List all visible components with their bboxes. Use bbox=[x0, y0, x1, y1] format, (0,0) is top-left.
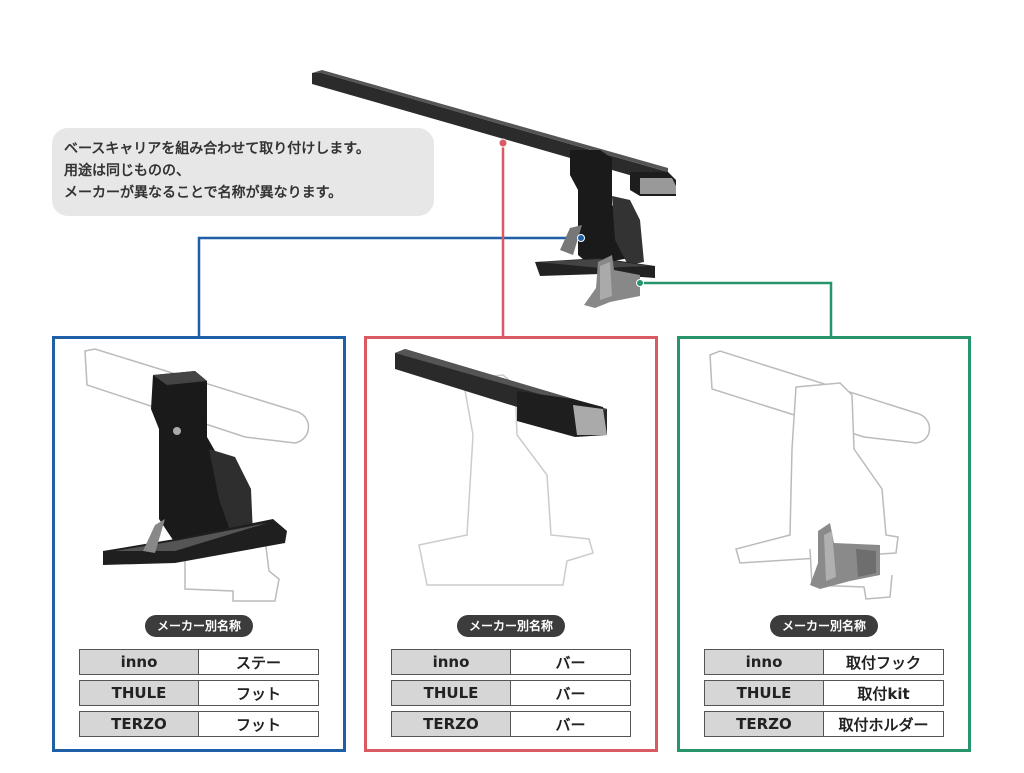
description-callout: ベースキャリアを組み合わせて取り付けします。 用途は同じものの、 メーカーが異な… bbox=[52, 128, 434, 216]
foot-leader-line bbox=[197, 236, 580, 336]
maker-names-label: メーカー別名称 bbox=[144, 615, 254, 637]
table-row: TERZO 取付ホルダー bbox=[704, 711, 944, 737]
part-name-cell: フット bbox=[198, 680, 319, 706]
bar-detail-illustration bbox=[395, 349, 607, 586]
part-name-cell: バー bbox=[510, 649, 631, 675]
maker-cell: inno bbox=[391, 649, 510, 675]
part-name-cell: ステー bbox=[198, 649, 319, 675]
maker-cell: TERZO bbox=[391, 711, 510, 737]
maker-names-table: inno 取付フック THULE 取付kit TERZO 取付ホルダー bbox=[704, 644, 944, 742]
table-row: TERZO フット bbox=[79, 711, 319, 737]
part-name-cell: バー bbox=[510, 680, 631, 706]
maker-cell: TERZO bbox=[704, 711, 823, 737]
table-row: THULE バー bbox=[391, 680, 631, 706]
part-name-cell: 取付kit bbox=[823, 680, 944, 706]
maker-cell: inno bbox=[79, 649, 198, 675]
kit-illustration bbox=[584, 255, 644, 308]
callout-line-3: メーカーが異なることで名称が異なります。 bbox=[64, 185, 343, 201]
table-row: TERZO バー bbox=[391, 711, 631, 737]
part-name-cell: フット bbox=[198, 711, 319, 737]
table-row: inno バー bbox=[391, 649, 631, 675]
bar-marker-dot bbox=[498, 138, 508, 148]
callout-line-2: 用途は同じものの、 bbox=[64, 163, 190, 179]
table-row: THULE フット bbox=[79, 680, 319, 706]
part-name-cell: 取付フック bbox=[823, 649, 944, 675]
maker-cell: THULE bbox=[79, 680, 198, 706]
table-row: inno ステー bbox=[79, 649, 319, 675]
table-row: THULE 取付kit bbox=[704, 680, 944, 706]
maker-cell: inno bbox=[704, 649, 823, 675]
maker-names-table: inno ステー THULE フット TERZO フット bbox=[79, 644, 319, 742]
kit-panel: メーカー別名称 inno 取付フック THULE 取付kit TERZO 取付ホ… bbox=[677, 336, 971, 752]
maker-cell: THULE bbox=[704, 680, 823, 706]
maker-cell: THULE bbox=[391, 680, 510, 706]
maker-names-table: inno バー THULE バー TERZO バー bbox=[391, 644, 631, 742]
part-name-cell: バー bbox=[510, 711, 631, 737]
maker-cell: TERZO bbox=[79, 711, 198, 737]
kit-leader-line bbox=[641, 281, 833, 336]
callout-line-1: ベースキャリアを組み合わせて取り付けします。 bbox=[64, 141, 370, 157]
part-name-cell: 取付ホルダー bbox=[823, 711, 944, 737]
kit-detail-illustration bbox=[709, 350, 931, 600]
maker-names-label: メーカー別名称 bbox=[456, 615, 566, 637]
table-row: inno 取付フック bbox=[704, 649, 944, 675]
foot-detail-illustration bbox=[84, 348, 310, 602]
bar-panel: メーカー別名称 inno バー THULE バー TERZO バー bbox=[364, 336, 658, 752]
maker-names-label: メーカー別名称 bbox=[769, 615, 879, 637]
foot-panel: メーカー別名称 inno ステー THULE フット TERZO フット bbox=[52, 336, 346, 752]
